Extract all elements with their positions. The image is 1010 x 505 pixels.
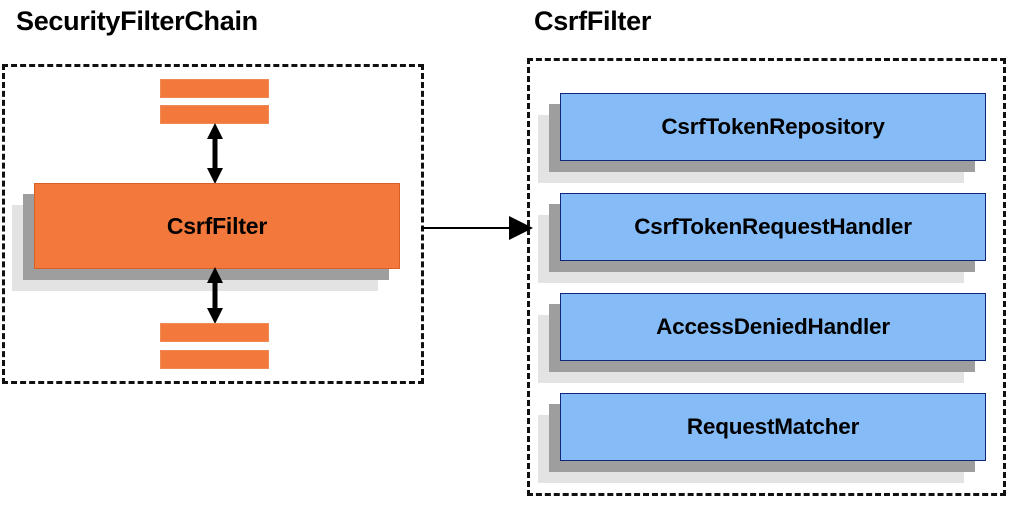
- node-access-denied-handler-label: AccessDeniedHandler: [560, 293, 986, 361]
- node-csrffilter[interactable]: CsrfFilter: [12, 183, 400, 291]
- filter-stub-bottom-2: [160, 350, 269, 369]
- csrf-filter-detail-panel: [527, 58, 1006, 496]
- node-csrf-token-repository[interactable]: CsrfTokenRepository: [538, 93, 986, 183]
- security-filter-chain-panel: [2, 64, 424, 384]
- filter-stub-top-1: [160, 79, 269, 98]
- node-csrffilter-label: CsrfFilter: [34, 183, 400, 269]
- filter-stub-bottom-1: [160, 323, 269, 342]
- node-request-matcher[interactable]: RequestMatcher: [538, 393, 986, 483]
- node-csrf-token-request-handler[interactable]: CsrfTokenRequestHandler: [538, 193, 986, 283]
- node-csrf-token-request-handler-label: CsrfTokenRequestHandler: [560, 193, 986, 261]
- chain-to-detail-arrow: [421, 212, 533, 244]
- arrow-above-csrffilter: [205, 123, 225, 184]
- panel-title-csrf-filter: CsrfFilter: [534, 6, 652, 36]
- node-access-denied-handler[interactable]: AccessDeniedHandler: [538, 293, 986, 383]
- node-request-matcher-label: RequestMatcher: [560, 393, 986, 461]
- panel-title-security-filter-chain: SecurityFilterChain: [16, 6, 258, 36]
- filter-stub-top-2: [160, 105, 269, 124]
- node-csrf-token-repository-label: CsrfTokenRepository: [560, 93, 986, 161]
- arrow-below-csrffilter: [205, 267, 225, 324]
